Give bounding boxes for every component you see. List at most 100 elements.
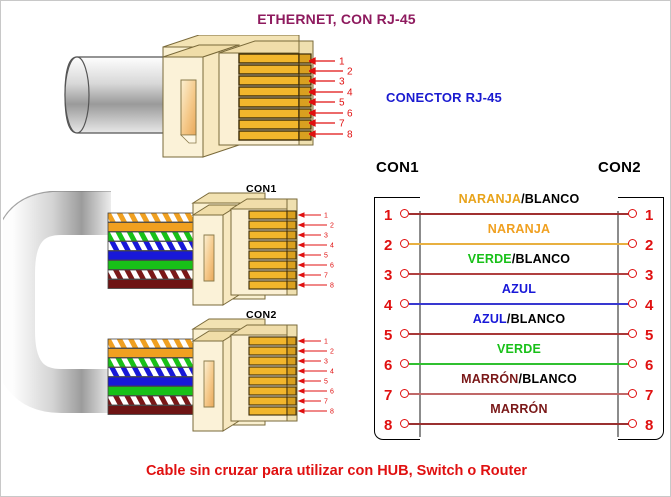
svg-text:6: 6 bbox=[330, 389, 334, 396]
cable-sleeve-icon bbox=[64, 56, 169, 134]
svg-text:4: 4 bbox=[330, 369, 334, 376]
con1-pin-terminal[interactable] bbox=[400, 269, 409, 278]
con1-header: CON1 bbox=[376, 159, 419, 176]
con2-gold-pins-icon bbox=[248, 336, 297, 416]
wire-label: NARANJA bbox=[374, 222, 664, 236]
con2-pin-terminal[interactable] bbox=[628, 359, 637, 368]
wire-line bbox=[409, 332, 629, 335]
con2-wires bbox=[107, 338, 197, 415]
svg-text:1: 1 bbox=[324, 213, 328, 220]
con1-pin-number: 4 bbox=[384, 297, 393, 314]
con1-pin-terminal[interactable] bbox=[400, 419, 409, 428]
wire-label-primary: AZUL bbox=[472, 312, 507, 326]
con1-pin-number: 3 bbox=[384, 267, 393, 284]
con1-pin-number: 8 bbox=[384, 417, 393, 434]
con2-pin-number: 8 bbox=[645, 417, 654, 434]
svg-text:3: 3 bbox=[324, 359, 328, 366]
plug-pin-number: 7 bbox=[339, 119, 345, 130]
con2-pin-terminal[interactable] bbox=[628, 389, 637, 398]
con1-pin-callouts bbox=[297, 212, 327, 288]
con1-pin-terminal[interactable] bbox=[400, 359, 409, 368]
wire-label-primary: AZUL bbox=[501, 282, 537, 296]
wire-label-secondary: BLANCO bbox=[522, 372, 577, 386]
svg-text:4: 4 bbox=[330, 243, 334, 250]
con2-connector-group: 1 2 3 4 5 6 7 8 bbox=[107, 318, 334, 432]
wire-label-primary: MARRÓN bbox=[461, 372, 519, 386]
wire-label-primary: NARANJA bbox=[458, 192, 522, 206]
plug1-label: CON1 bbox=[246, 183, 277, 195]
svg-text:8: 8 bbox=[330, 283, 334, 290]
con2-pin-terminal[interactable] bbox=[628, 299, 637, 308]
rj45-pin-callouts: 1 2 3 4 5 6 7 8 bbox=[309, 57, 353, 141]
connector-caption: CONECTOR RJ-45 bbox=[386, 90, 502, 105]
footer-caption: Cable sin cruzar para utilizar con HUB, … bbox=[145, 463, 528, 479]
pin-row: MARRÓN/BLANCO 7 7 bbox=[374, 372, 664, 411]
con1-pin-terminal[interactable] bbox=[400, 209, 409, 218]
con1-pin-terminal[interactable] bbox=[400, 329, 409, 338]
wire-label: AZUL/BLANCO bbox=[374, 312, 664, 326]
page-title: ETHERNET, CON RJ-45 bbox=[257, 11, 416, 27]
pin-row: AZUL 4 4 bbox=[374, 282, 664, 321]
plug-pin-number: 3 bbox=[339, 77, 345, 88]
wire-label-secondary: BLANCO bbox=[524, 192, 580, 206]
con1-gold-pins-icon bbox=[248, 210, 297, 290]
con2-pin-number: 3 bbox=[645, 267, 654, 284]
wire-label-separator: / bbox=[518, 372, 523, 386]
patch-cable-illustration: 1 2 3 4 5 6 7 8 bbox=[3, 191, 334, 432]
con1-pin-terminal[interactable] bbox=[400, 389, 409, 398]
con1-pin-number: 1 bbox=[384, 207, 393, 224]
wire-line bbox=[409, 212, 629, 215]
svg-text:5: 5 bbox=[324, 379, 328, 386]
cable-u-bend-icon bbox=[3, 191, 111, 413]
svg-text:7: 7 bbox=[324, 399, 328, 406]
con2-header: CON2 bbox=[598, 159, 641, 176]
wire-label-separator: / bbox=[506, 312, 511, 326]
svg-text:1: 1 bbox=[324, 339, 328, 346]
wire-label-separator: / bbox=[511, 252, 516, 266]
con2-pin-number: 7 bbox=[645, 387, 654, 404]
wire-label-primary: VERDE bbox=[467, 252, 512, 266]
con2-pin-number: 2 bbox=[645, 237, 654, 254]
wire-label: AZUL bbox=[374, 282, 664, 296]
wire-line bbox=[409, 272, 629, 275]
con2-pin-terminal[interactable] bbox=[628, 419, 637, 428]
plug-pin-number: 6 bbox=[347, 109, 353, 120]
con1-pin-number: 6 bbox=[384, 357, 393, 374]
con1-pin-box bbox=[374, 197, 420, 440]
wire-label: VERDE/BLANCO bbox=[374, 252, 664, 266]
con1-pin-number: 2 bbox=[384, 237, 393, 254]
con2-pin-terminal[interactable] bbox=[628, 269, 637, 278]
rj45-gold-pins-icon bbox=[238, 53, 312, 141]
con2-pin-number: 4 bbox=[645, 297, 654, 314]
wire-line bbox=[409, 422, 629, 425]
con2-rail bbox=[617, 211, 619, 437]
con1-pin-number: 5 bbox=[384, 327, 393, 344]
plug-pin-number: 1 bbox=[339, 57, 345, 68]
wire-label: NARANJA/BLANCO bbox=[374, 192, 664, 206]
con2-pin-terminal[interactable] bbox=[628, 209, 637, 218]
wire-label-secondary: BLANCO bbox=[515, 252, 571, 266]
plug-pin-number: 8 bbox=[347, 130, 353, 141]
con1-wires bbox=[107, 212, 197, 289]
wire-label-primary: MARRÓN bbox=[490, 402, 548, 416]
con2-pin-number: 5 bbox=[645, 327, 654, 344]
con1-pin-terminal[interactable] bbox=[400, 239, 409, 248]
con2-pin-terminal[interactable] bbox=[628, 239, 637, 248]
con2-pin-number: 6 bbox=[645, 357, 654, 374]
con1-pin-terminal[interactable] bbox=[400, 299, 409, 308]
wire-line bbox=[409, 302, 629, 305]
con1-pin-number: 7 bbox=[384, 387, 393, 404]
con2-pin-terminal[interactable] bbox=[628, 329, 637, 338]
wire-label: VERDE bbox=[374, 342, 664, 356]
svg-text:2: 2 bbox=[330, 349, 334, 356]
wire-label-separator: / bbox=[521, 192, 525, 206]
plug2-label: CON2 bbox=[246, 309, 277, 321]
wire-line bbox=[409, 362, 629, 365]
plug-pin-number: 2 bbox=[347, 67, 353, 78]
